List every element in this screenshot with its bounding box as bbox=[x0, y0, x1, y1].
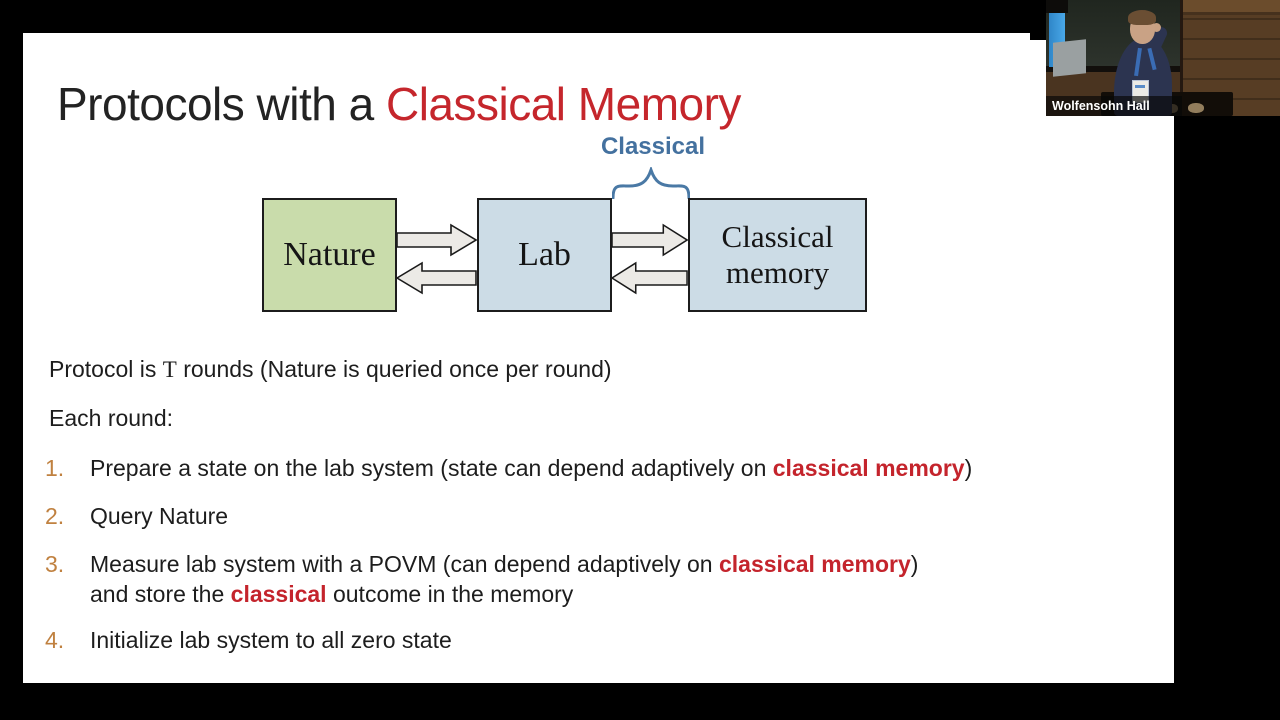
slide-title-prefix: Protocols with a bbox=[57, 78, 386, 130]
arrow-lab-to-nature-icon bbox=[397, 261, 477, 295]
list-item-3-number: 3. bbox=[45, 551, 65, 577]
wood-paneling-edge bbox=[1180, 0, 1183, 116]
list-item-2-number: 2. bbox=[45, 503, 65, 529]
video-edge-notch bbox=[1030, 33, 1048, 40]
protocol-t-symbol: T bbox=[162, 357, 177, 382]
slide-title-highlight: Classical Memory bbox=[385, 78, 741, 130]
dark-corner bbox=[1046, 0, 1068, 13]
desk-trim-detail bbox=[1188, 103, 1204, 113]
list-item-3-line1-red-text: classical memory bbox=[719, 551, 911, 577]
list-item-1-text: Prepare a state on the lab system (state… bbox=[90, 455, 773, 481]
curly-brace bbox=[612, 167, 690, 199]
list-item-4-text: Initialize lab system to all zero state bbox=[90, 627, 452, 653]
list-item-3-line1-end: ) bbox=[910, 551, 919, 577]
speaker-hair bbox=[1128, 10, 1156, 25]
location-label: Wolfensohn Hall bbox=[1052, 99, 1150, 113]
list-item-3-line2-text: and store the bbox=[90, 581, 231, 607]
list-item-3-line2-red-text: classical bbox=[230, 581, 327, 607]
nature-box: Nature bbox=[262, 198, 397, 312]
protocol-pre: Protocol is bbox=[49, 356, 163, 382]
list-item-1-text-end: ) bbox=[964, 455, 973, 481]
list-item-4: 4. Initialize lab system to all zero sta… bbox=[45, 625, 1110, 655]
webcam-overlay: Wolfensohn Hall bbox=[1046, 0, 1280, 116]
arrow-nature-to-lab-icon bbox=[397, 223, 477, 257]
lab-box-label: Lab bbox=[518, 236, 571, 273]
memory-box-label-line2: memory bbox=[725, 255, 830, 290]
location-bar: Wolfensohn Hall bbox=[1046, 96, 1182, 116]
arrow-lab-to-memory-icon bbox=[612, 223, 688, 257]
list-item-1: 1. Prepare a state on the lab system (st… bbox=[45, 453, 1110, 483]
list-item-4-number: 4. bbox=[45, 627, 65, 653]
list-item-1-red-text: classical memory bbox=[772, 455, 965, 481]
list-item-2-text: Query Nature bbox=[90, 503, 229, 529]
classical-brace-label: Classical bbox=[600, 133, 706, 160]
protocol-post: rounds (Nature is queried once per round… bbox=[176, 356, 612, 382]
each-round-line: Each round: bbox=[49, 405, 174, 431]
chalk-tray bbox=[1046, 66, 1180, 72]
nature-box-label: Nature bbox=[283, 236, 376, 273]
speaker-hand bbox=[1152, 23, 1161, 32]
presentation-slide: Protocols with a Classical Memory Classi… bbox=[23, 33, 1174, 683]
list-item-3-line2-end: outcome in the memory bbox=[326, 581, 574, 607]
projection-screen bbox=[1053, 39, 1086, 77]
list-item-2: 2. Query Nature bbox=[45, 501, 1110, 531]
memory-box-label-line1: Classical bbox=[721, 219, 834, 254]
protocol-rounds-line: Protocol is T rounds (Nature is queried … bbox=[49, 356, 612, 383]
lab-box: Lab bbox=[477, 198, 612, 312]
list-item-3-line1-text: Measure lab system with a POVM (can depe… bbox=[90, 551, 719, 577]
slide-title: Protocols with a Classical Memory bbox=[57, 77, 741, 131]
list-item-3: 3. Measure lab system with a POVM (can d… bbox=[45, 549, 1110, 609]
arrow-memory-to-lab-icon bbox=[612, 261, 688, 295]
classical-memory-box: Classical memory bbox=[688, 198, 867, 312]
list-item-1-number: 1. bbox=[45, 455, 65, 481]
